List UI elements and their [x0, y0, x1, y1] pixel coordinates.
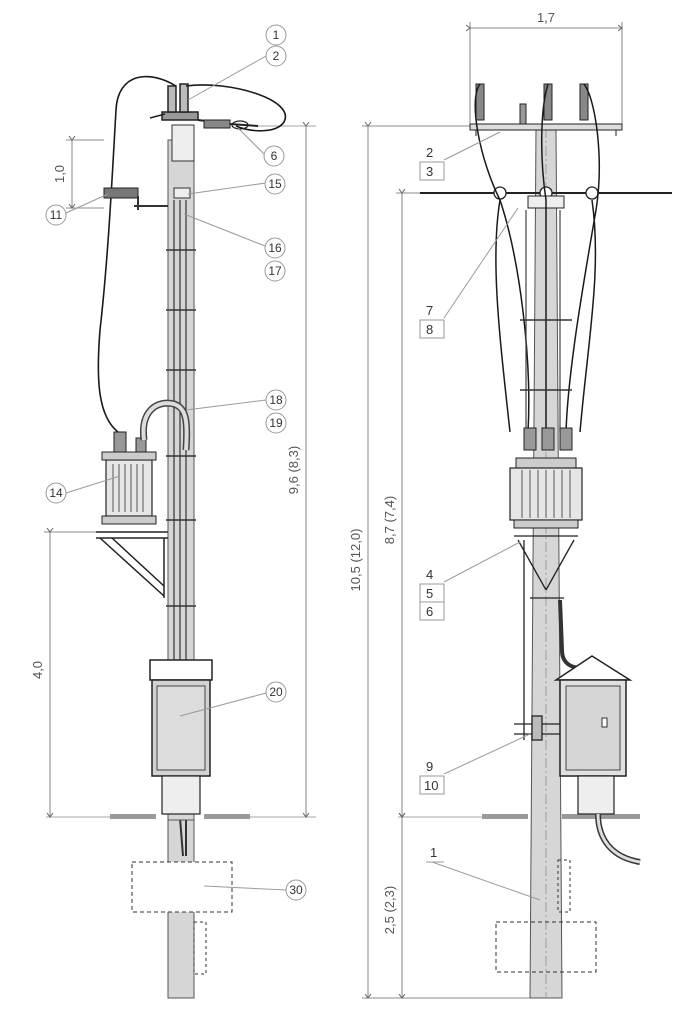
transformer-bracket [96, 531, 168, 598]
callout-left-6: 6 [263, 145, 285, 167]
ground-line-right-a [482, 814, 528, 819]
dim-8-7 [396, 193, 420, 817]
dim-label-1-0: 1,0 [52, 165, 67, 183]
callout-right-2: 2 [420, 145, 444, 163]
dim-label-9-6: 9,6 (8,3) [286, 446, 301, 494]
cabinet-right [553, 655, 633, 815]
drop-cable-left [97, 75, 177, 433]
arrester-11 [103, 187, 139, 199]
transformer-front [509, 427, 583, 529]
callout-right-5: 5 [419, 583, 445, 603]
svg-text:14: 14 [49, 486, 63, 500]
left-side-view: 1,0 4,0 9,6 (8,3) 1 2 6 1 [30, 24, 316, 999]
callouts-right: 2 3 7 8 4 5 6 9 10 1 [419, 145, 445, 863]
svg-text:6: 6 [271, 149, 278, 163]
cable-clamps-left [166, 249, 196, 607]
callouts-left: 1 2 6 11 15 16 17 18 19 14 20 30 [45, 24, 307, 901]
svg-text:7: 7 [426, 303, 433, 318]
foundation-right [495, 921, 597, 973]
svg-text:4: 4 [426, 567, 433, 582]
ground-line-left-b [204, 814, 250, 819]
drop-cables-right [474, 83, 600, 433]
svg-text:1: 1 [273, 28, 280, 42]
dim-1-7 [470, 22, 622, 124]
svg-text:8: 8 [426, 322, 433, 337]
svg-text:18: 18 [269, 393, 283, 407]
transformer-bracket-front [514, 535, 578, 740]
callout-left-15: 15 [264, 173, 286, 195]
ground-line-left-a [110, 814, 156, 819]
svg-text:20: 20 [269, 685, 283, 699]
callout-left-18: 18 [265, 389, 287, 411]
callout-left-17: 17 [264, 260, 286, 282]
svg-text:9: 9 [426, 759, 433, 774]
svg-text:5: 5 [426, 586, 433, 601]
callout-left-14: 14 [45, 482, 67, 504]
leaders-right [431, 131, 541, 901]
svg-text:2: 2 [426, 145, 433, 160]
pole-head-bracket [171, 124, 195, 162]
dim-10-5 [362, 126, 530, 998]
svg-text:1: 1 [430, 845, 437, 860]
callout-right-1: 1 [426, 845, 444, 863]
dim-label-2-5: 2,5 (2,3) [382, 886, 397, 934]
callout-left-1: 1 [265, 24, 287, 46]
svg-text:30: 30 [289, 883, 303, 897]
strain-insulator [203, 119, 231, 129]
callout-left-2: 2 [265, 45, 287, 67]
top-insulators [475, 83, 589, 121]
callout-right-3: 3 [419, 161, 445, 181]
dim-label-4-0: 4,0 [30, 661, 45, 679]
cabinet-20-roof [149, 659, 213, 681]
callout-right-10: 10 [419, 775, 445, 795]
callout-left-11: 11 [45, 204, 67, 226]
side-anchor-dashed [193, 921, 207, 975]
callout-left-30: 30 [285, 879, 307, 901]
callout-right-7: 7 [420, 303, 444, 321]
dim-label-10-5: 10,5 (12,0) [348, 529, 363, 592]
dim-label-8-7: 8,7 (7,4) [382, 496, 397, 544]
disconnector-top [149, 83, 199, 121]
cabinet-base-left [161, 775, 201, 815]
callout-right-6: 6 [419, 601, 445, 621]
dim-4-0 [44, 532, 96, 817]
svg-text:19: 19 [269, 416, 283, 430]
svg-text:17: 17 [268, 264, 282, 278]
callout-left-20: 20 [265, 681, 287, 703]
svg-text:16: 16 [268, 241, 282, 255]
callout-right-4: 4 [420, 567, 444, 585]
svg-text:6: 6 [426, 604, 433, 619]
top-crossarm [469, 123, 623, 131]
svg-text:10: 10 [424, 778, 438, 793]
callout-right-9: 9 [420, 759, 444, 777]
callout-right-8: 8 [419, 319, 445, 339]
svg-text:11: 11 [50, 208, 63, 222]
callout-left-16: 16 [264, 237, 286, 259]
svg-text:3: 3 [426, 164, 433, 179]
anchor-right [557, 859, 571, 913]
dim-1-0 [66, 140, 104, 208]
right-front-view: 1,7 10,5 (12,0) 8,7 (7,4) 2,5 (2,3) [348, 10, 672, 998]
leaders-left [65, 55, 287, 891]
callout-left-19: 19 [265, 412, 287, 434]
transformer-14 [101, 431, 157, 525]
svg-text:15: 15 [268, 177, 282, 191]
dim-label-1-7: 1,7 [537, 10, 555, 25]
svg-text:2: 2 [273, 49, 280, 63]
